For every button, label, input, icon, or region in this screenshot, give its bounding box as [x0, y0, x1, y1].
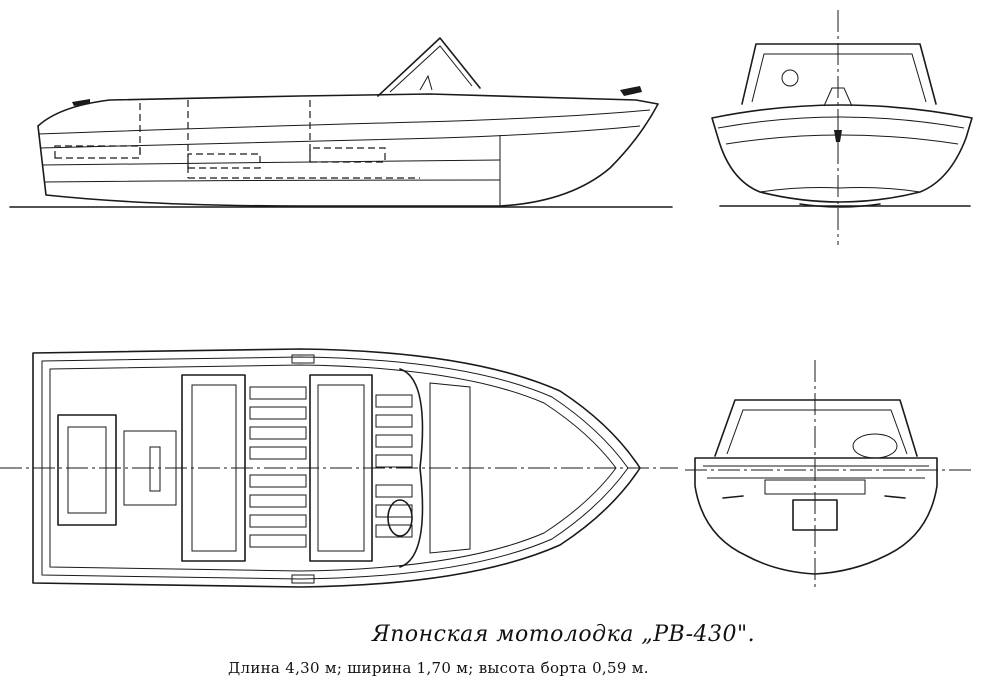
plan-view: [0, 335, 680, 605]
cockpit-slats: [375, 394, 413, 538]
transom-plate: [792, 499, 838, 531]
rear-seat: [181, 374, 246, 562]
hull-outline: [694, 457, 938, 575]
hull-outline: [32, 348, 641, 588]
figure-specs: Длина 4,30 м; ширина 1,70 м; высота борт…: [228, 659, 649, 677]
figure-title: Японская мотолодка „PB-430".: [372, 622, 756, 647]
stern-view: [685, 360, 985, 590]
windshield: [399, 368, 424, 568]
hull-outline: [711, 104, 973, 203]
hull-outline: [37, 93, 659, 207]
windshield: [741, 43, 937, 105]
front-seat: [309, 374, 373, 562]
side-view: [0, 30, 680, 215]
bow-view: [700, 10, 990, 245]
steering-wheel: [387, 499, 413, 537]
windshield: [714, 399, 918, 457]
floor-slats: [249, 386, 307, 548]
windshield: [377, 37, 481, 97]
stern-well: [57, 414, 117, 526]
